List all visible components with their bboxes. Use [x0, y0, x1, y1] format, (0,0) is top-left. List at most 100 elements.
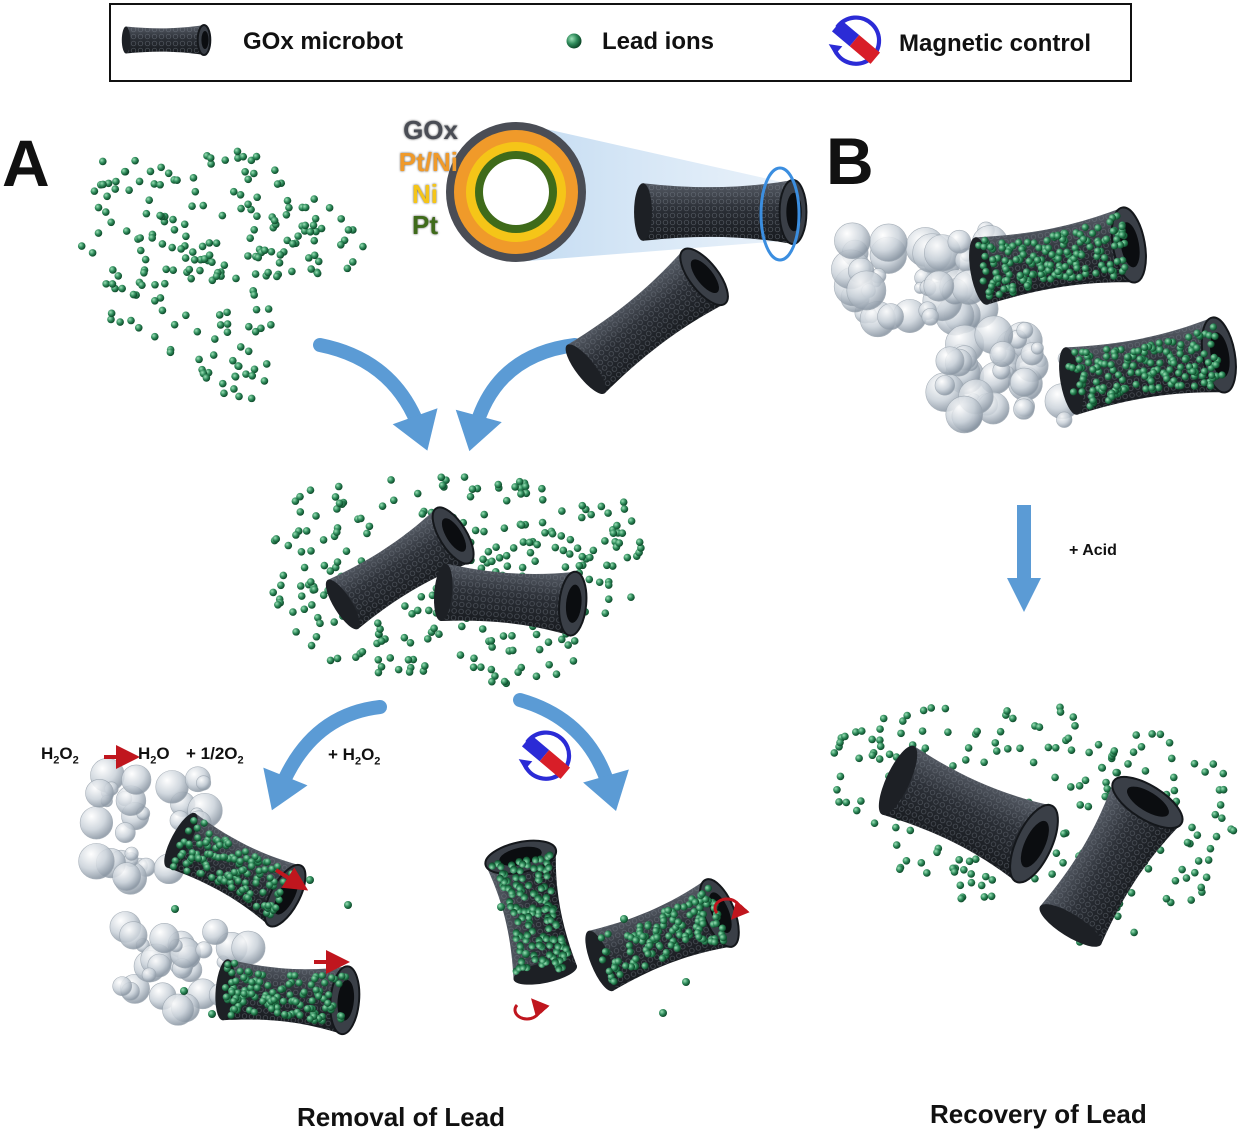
lead-ion	[515, 477, 524, 486]
legend-magnet-label: Magnetic control	[899, 30, 1092, 57]
bound-lead-ion	[639, 932, 647, 941]
bound-lead-ion	[712, 913, 720, 921]
bound-lead-ion	[531, 955, 539, 963]
lead-ion	[1064, 734, 1073, 743]
bound-lead-ion	[1019, 250, 1027, 259]
microbot	[215, 959, 361, 1036]
lead-ion	[1124, 760, 1132, 768]
lead-ion	[333, 558, 342, 566]
zoom-highlight-ring	[759, 166, 801, 262]
lead-ion	[244, 200, 252, 209]
lead-ion	[460, 473, 469, 481]
lead-ion	[177, 245, 185, 253]
bound-lead-ion	[248, 990, 256, 998]
bound-lead-ion	[303, 1005, 312, 1013]
bound-lead-ion	[1023, 238, 1032, 246]
lead-ion	[836, 738, 844, 747]
lead-ion	[836, 772, 845, 781]
bound-lead-ion	[1200, 350, 1208, 358]
bound-lead-ion	[312, 986, 320, 994]
bound-lead-ion	[1081, 264, 1090, 272]
lead-ion	[569, 657, 578, 665]
lead-ion	[229, 356, 237, 365]
lead-ion	[205, 251, 214, 259]
bound-lead-ion	[1118, 376, 1127, 384]
bound-lead-ion	[250, 1008, 258, 1016]
magnet-bar	[831, 20, 881, 64]
lead-ion	[522, 950, 530, 958]
panel-letter-a: A	[2, 126, 50, 200]
lead-ion	[955, 856, 963, 864]
bound-lead-ion	[562, 944, 570, 953]
bound-lead-ion	[268, 865, 276, 873]
bound-lead-ion	[702, 895, 710, 903]
bound-lead-ion	[1073, 264, 1081, 272]
bound-lead-ion	[1044, 244, 1053, 252]
bound-lead-ion	[1107, 266, 1116, 275]
bound-lead-ion	[1119, 256, 1127, 264]
lead-ion	[334, 482, 343, 491]
bound-lead-ion	[1123, 353, 1132, 361]
lead-ion	[996, 727, 1005, 736]
lead-ion	[387, 476, 395, 484]
bound-lead-ion	[177, 852, 185, 860]
bound-lead-ion	[1046, 261, 1055, 269]
bound-lead-ion	[248, 978, 256, 986]
lead-ion	[1059, 858, 1067, 867]
bound-lead-ion	[234, 877, 242, 885]
lead-ion	[477, 663, 485, 671]
bound-lead-ion	[537, 884, 545, 892]
lead-ion	[306, 486, 315, 494]
bound-lead-ion	[1110, 272, 1118, 280]
lead-ion	[956, 881, 965, 890]
lead-ion	[620, 915, 628, 923]
bound-lead-ion	[659, 922, 668, 930]
lead-ion	[458, 622, 466, 631]
bound-lead-ion	[306, 1015, 314, 1023]
lead-ion	[1219, 769, 1228, 778]
lead-ion	[532, 672, 541, 681]
bound-lead-ion	[660, 916, 668, 925]
lead-ion	[239, 152, 248, 161]
lead-ion	[307, 547, 315, 555]
lead-ion	[146, 167, 155, 176]
lead-ion	[150, 180, 159, 188]
bound-lead-ion	[194, 855, 203, 863]
bound-lead-ion	[546, 916, 555, 924]
bound-lead-ion	[325, 991, 333, 999]
lead-ion	[114, 272, 123, 280]
bound-lead-ion	[496, 874, 504, 882]
lead-ion	[223, 328, 232, 336]
bound-lead-ion	[1068, 364, 1077, 372]
lead-ion	[212, 272, 221, 281]
bound-lead-ion	[614, 957, 622, 965]
bound-lead-ion	[534, 894, 542, 902]
bound-lead-ion	[987, 243, 995, 251]
bound-lead-ion	[664, 906, 672, 914]
oxygen-bubble	[846, 270, 887, 311]
lead-ion	[620, 505, 629, 513]
lead-ion	[344, 901, 352, 909]
lead-ion	[337, 215, 345, 223]
lead-ion	[835, 798, 843, 806]
lead-ion	[250, 225, 258, 234]
lead-ion	[332, 528, 341, 537]
microbot	[433, 563, 588, 637]
lead-ion	[682, 978, 690, 986]
bound-lead-ion	[1122, 362, 1130, 370]
bound-lead-ion	[1111, 242, 1119, 250]
lead-ion	[187, 274, 196, 283]
bound-lead-ion	[994, 274, 1003, 282]
lead-ion	[180, 220, 189, 229]
bound-lead-ion	[1069, 388, 1078, 396]
bound-lead-ion	[1082, 270, 1090, 278]
rotation-arrow-1	[513, 998, 550, 1021]
lead-ion	[223, 308, 231, 317]
lead-ion	[262, 360, 271, 368]
arrow-to-magnetic	[513, 693, 617, 797]
microbot-tail-end	[878, 745, 918, 815]
bound-lead-ion	[653, 933, 661, 941]
lead-ion	[297, 547, 306, 556]
lead-ion	[557, 532, 566, 540]
